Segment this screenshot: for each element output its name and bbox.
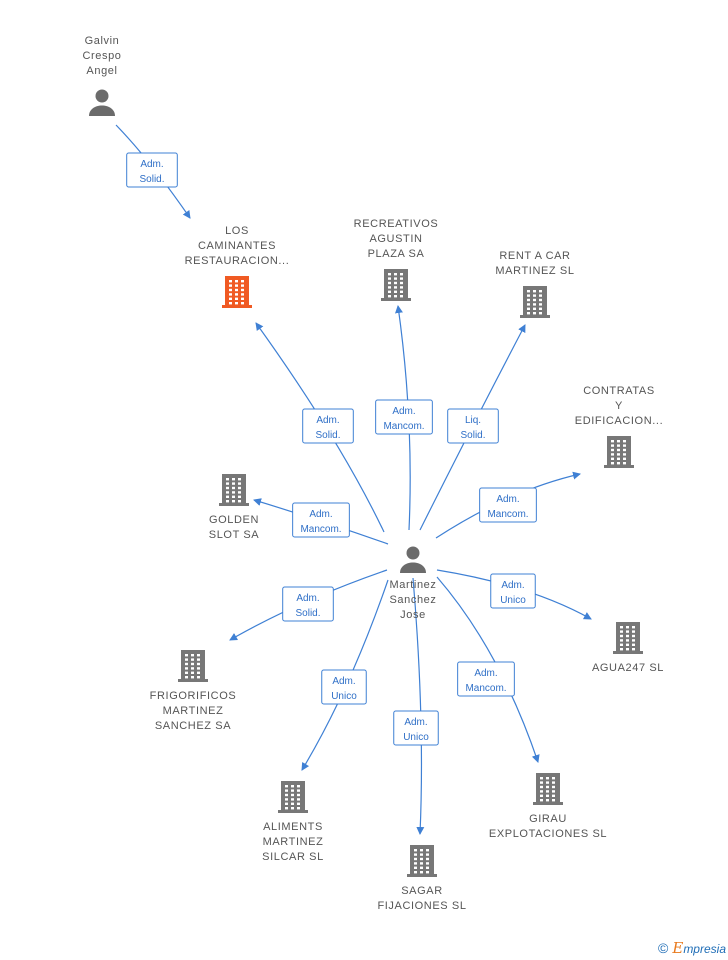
node-label: FIJACIONES SL xyxy=(377,900,466,912)
role-badge-caminantes: Adm. Solid. xyxy=(302,408,354,444)
node-label: Crespo xyxy=(82,50,121,62)
node-label: LOS xyxy=(225,225,249,237)
building-icon xyxy=(222,276,252,308)
building-icon xyxy=(178,650,208,682)
role-text: Adm. xyxy=(392,406,415,417)
role-text: Solid. xyxy=(139,174,164,185)
role-text: Adm. xyxy=(474,668,497,679)
role-text: Solid. xyxy=(460,430,485,441)
brand-footer: ©Empresia xyxy=(658,939,726,957)
role-badge-frigorificos: Adm. Solid. xyxy=(282,586,334,622)
brand-initial: E xyxy=(672,939,684,957)
role-text: Solid. xyxy=(315,430,340,441)
role-badge-golden: Adm. Mancom. xyxy=(292,502,350,538)
building-icon xyxy=(278,781,308,813)
role-text: Unico xyxy=(500,595,526,606)
node-label: SAGAR xyxy=(401,885,443,897)
role-text: Mancom. xyxy=(383,421,424,432)
role-text: Unico xyxy=(331,691,357,702)
role-badge-contratas: Adm. Mancom. xyxy=(479,487,537,523)
node-girau[interactable]: GIRAU EXPLOTACIONES SL xyxy=(489,773,607,840)
edge-martinez-to-girau xyxy=(436,576,540,763)
node-label: MARTINEZ SL xyxy=(495,265,574,277)
role-text: Adm. xyxy=(296,593,319,604)
node-label: Sanchez xyxy=(389,594,436,606)
node-golden[interactable]: GOLDEN SLOT SA xyxy=(209,474,260,541)
building-icon xyxy=(407,845,437,877)
node-label: SANCHEZ SA xyxy=(155,720,231,732)
role-text: Mancom. xyxy=(300,524,341,535)
node-label: PLAZA SA xyxy=(368,248,425,260)
role-text: Adm. xyxy=(496,494,519,505)
node-label: RENT A CAR xyxy=(499,250,570,262)
person-icon xyxy=(89,89,115,116)
role-text: Mancom. xyxy=(487,509,528,520)
building-icon xyxy=(219,474,249,506)
building-icon xyxy=(613,622,643,654)
node-label: MARTINEZ xyxy=(263,836,324,848)
role-text: Adm. xyxy=(501,580,524,591)
node-label: FRIGORIFICOS xyxy=(150,690,237,702)
node-label: CAMINANTES xyxy=(198,240,276,252)
node-label: MARTINEZ xyxy=(163,705,224,717)
node-agua247[interactable]: AGUA247 SL xyxy=(592,622,664,674)
node-frigorificos[interactable]: FRIGORIFICOS MARTINEZ SANCHEZ SA xyxy=(150,650,237,732)
building-icon xyxy=(604,436,634,468)
role-text: Unico xyxy=(403,732,429,743)
node-label: Jose xyxy=(400,609,426,621)
role-text: Liq. xyxy=(465,415,481,426)
node-label: RECREATIVOS xyxy=(354,218,439,230)
role-badge-caminantes: Adm. Solid. xyxy=(126,152,178,188)
copyright-symbol: © xyxy=(658,940,669,956)
brand-name: mpresia xyxy=(683,942,726,956)
building-icon xyxy=(533,773,563,805)
node-rentacar[interactable]: RENT A CAR MARTINEZ SL xyxy=(495,250,574,318)
role-badge-rentacar: Liq. Solid. xyxy=(447,408,499,444)
node-label: AGUSTIN xyxy=(369,233,422,245)
node-label: Martinez xyxy=(390,579,437,591)
node-label: EXPLOTACIONES SL xyxy=(489,828,607,840)
node-label: Y xyxy=(615,400,623,412)
role-badge-aliments: Adm. Unico xyxy=(321,669,367,705)
role-badge-sagar: Adm. Unico xyxy=(393,710,439,746)
building-icon xyxy=(520,286,550,318)
building-icon xyxy=(381,269,411,301)
node-label: RESTAURACION... xyxy=(185,255,290,267)
role-badge-agua247: Adm. Unico xyxy=(490,573,536,609)
node-label: Galvin xyxy=(85,35,120,47)
node-label: CONTRATAS xyxy=(583,385,655,397)
role-badge-girau: Adm. Mancom. xyxy=(457,661,515,697)
role-text: Mancom. xyxy=(465,683,506,694)
node-label: ALIMENTS xyxy=(263,821,323,833)
node-aliments[interactable]: ALIMENTS MARTINEZ SILCAR SL xyxy=(262,781,324,863)
person-icon xyxy=(400,546,426,573)
role-text: Adm. xyxy=(140,159,163,170)
node-recreativos[interactable]: RECREATIVOS AGUSTIN PLAZA SA xyxy=(354,218,439,301)
node-caminantes[interactable]: LOS CAMINANTES RESTAURACION... xyxy=(185,225,290,308)
node-label: Angel xyxy=(86,65,117,77)
role-text: Adm. xyxy=(332,676,355,687)
node-label: EDIFICACION... xyxy=(575,415,663,427)
role-text: Adm. xyxy=(316,415,339,426)
node-label: SILCAR SL xyxy=(262,851,324,863)
node-label: AGUA247 SL xyxy=(592,662,664,674)
node-label: SLOT SA xyxy=(209,529,260,541)
node-label: GIRAU xyxy=(529,813,567,825)
node-label: GOLDEN xyxy=(209,514,259,526)
node-contratas[interactable]: CONTRATAS Y EDIFICACION... xyxy=(575,385,663,468)
node-sagar[interactable]: SAGAR FIJACIONES SL xyxy=(377,845,466,912)
role-badge-recreativos: Adm. Mancom. xyxy=(375,399,433,435)
role-text: Adm. xyxy=(404,717,427,728)
role-text: Solid. xyxy=(295,608,320,619)
role-text: Adm. xyxy=(309,509,332,520)
